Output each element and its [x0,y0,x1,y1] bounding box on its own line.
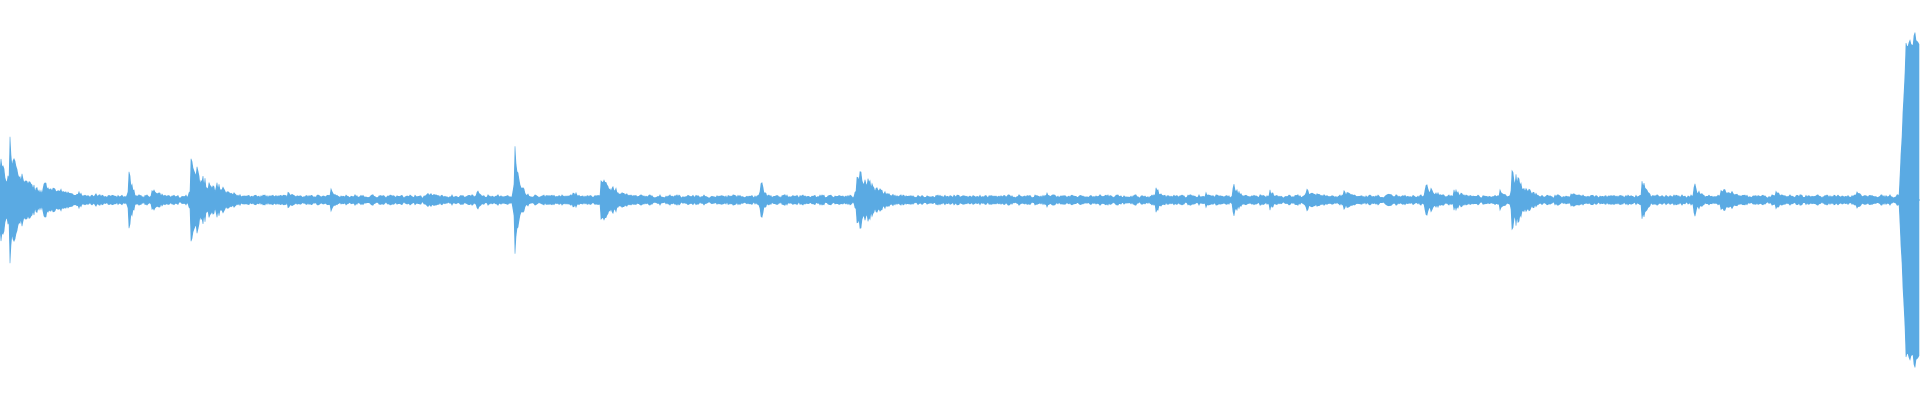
waveform-shape [0,32,1920,368]
